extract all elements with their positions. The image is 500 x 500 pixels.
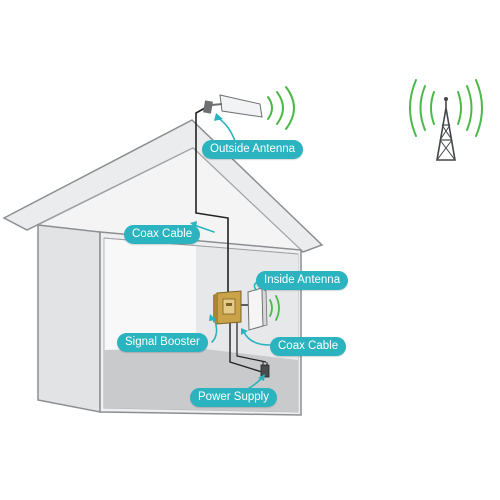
outside-antenna-icon — [203, 94, 263, 118]
signal-booster-icon — [213, 290, 242, 325]
inside-antenna-label: Inside Antenna — [256, 271, 349, 290]
coax-cable-lower-label: Coax Cable — [270, 337, 347, 356]
inside-antenna-signal-waves — [269, 295, 280, 321]
cell-tower-icon — [436, 97, 456, 161]
power-supply-icon — [260, 362, 270, 378]
coax-cable-upper — [195, 107, 229, 298]
label-pointer-heads — [190, 113, 265, 381]
coax-cable-upper-label: Coax Cable — [124, 225, 201, 244]
power-supply-label: Power Supply — [190, 388, 277, 407]
outside-antenna-label: Outside Antenna — [202, 140, 304, 159]
outside-antenna-signal-waves — [267, 86, 295, 130]
signal-booster-label: Signal Booster — [117, 333, 208, 352]
power-cable — [229, 322, 263, 373]
cell-tower-signal-waves — [409, 79, 483, 137]
inside-antenna-icon — [247, 287, 268, 331]
house-front-wall — [37, 224, 101, 413]
house-roof — [2, 119, 324, 253]
